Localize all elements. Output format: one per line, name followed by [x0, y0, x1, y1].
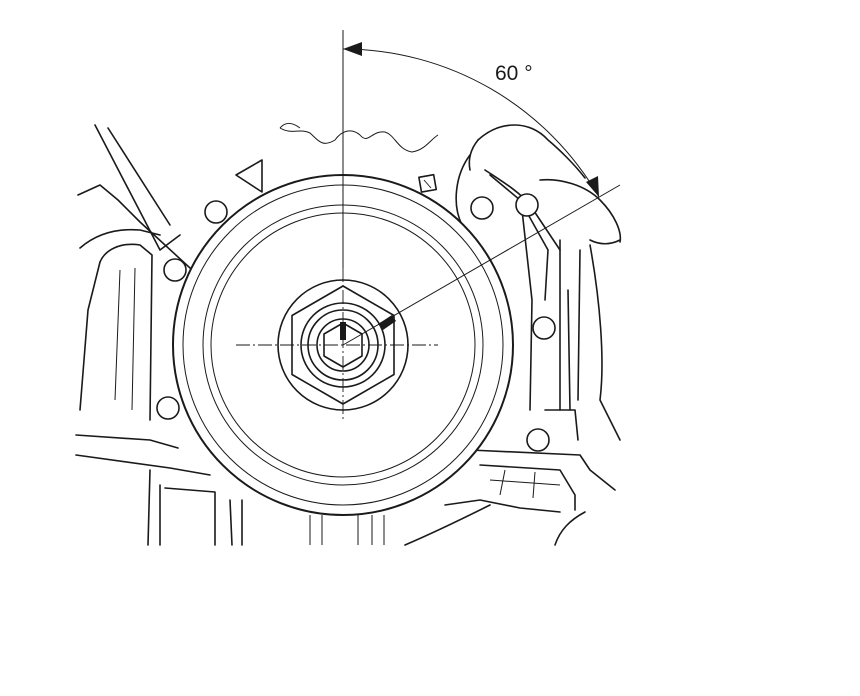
housing-bolts: [156, 193, 556, 452]
square-mark-icon: [418, 173, 438, 193]
arrowhead-right-icon: [586, 176, 599, 197]
initial-position-mark: [340, 322, 346, 340]
bolt-hole: [204, 200, 228, 224]
bolt-hole: [156, 396, 180, 420]
cut-line: [279, 123, 439, 153]
bolt-hole: [470, 196, 494, 220]
bolt-hole: [163, 258, 187, 282]
bolt-hole: [526, 428, 550, 452]
rotated-position-mark: [378, 315, 396, 330]
angle-dimension: 60 °: [342, 42, 600, 198]
bolt-hole: [532, 316, 556, 340]
bolt-hole: [515, 193, 539, 217]
triangle-mark-icon: [235, 159, 263, 193]
angle-label: 60 °: [495, 62, 533, 85]
arrowhead-left-icon: [343, 42, 362, 56]
angle-arc: [342, 48, 600, 198]
